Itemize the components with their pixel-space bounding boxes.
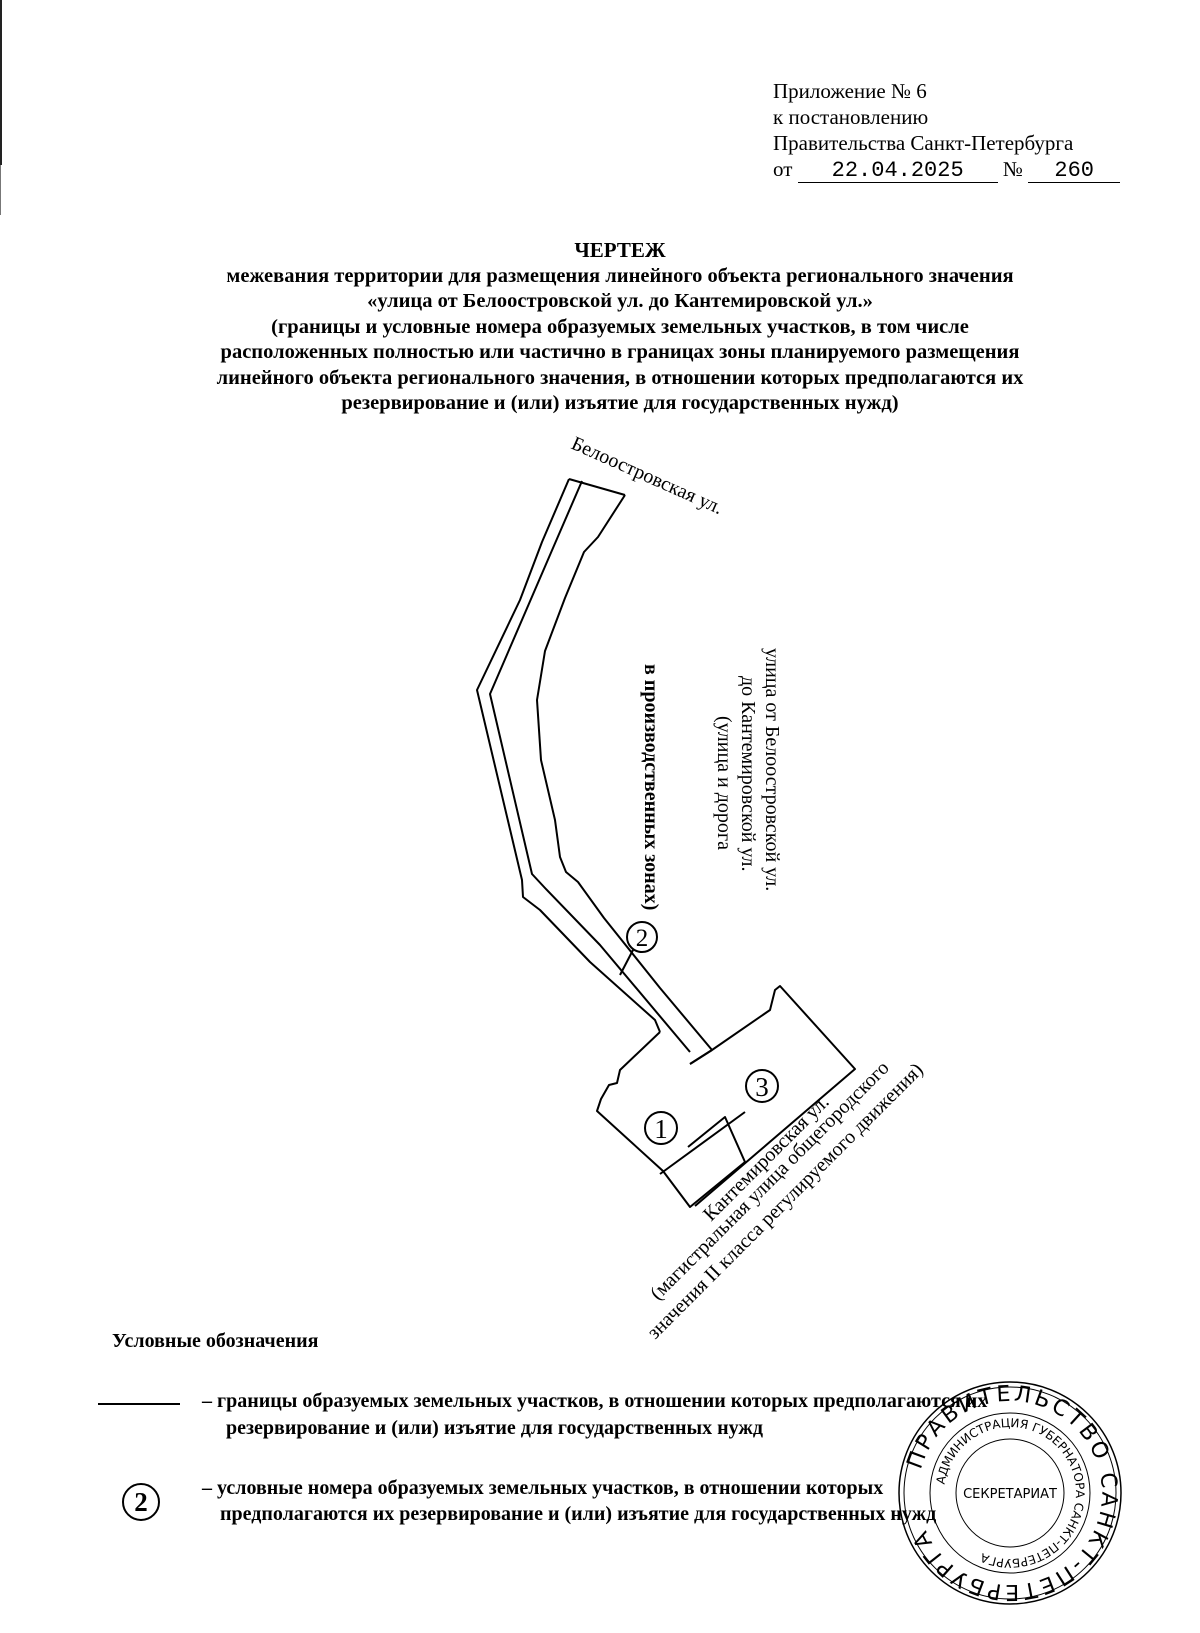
road-boundary-inner: [489, 480, 691, 1053]
parcel-1-boundary: [596, 1031, 746, 1208]
street-label-belоostrovskaya: Белоостровская ул.: [568, 432, 726, 519]
legend-item-1-line-2: резервирование и (или) изъятие для госуд…: [226, 1417, 764, 1439]
legend-boundary-line-symbol: [98, 1403, 180, 1405]
resolution-number: 260: [1028, 160, 1121, 183]
date-prefix: от: [773, 157, 793, 181]
road-label-line: в производственных зонах): [640, 664, 662, 910]
legend-item-1-line-1: – границы образуемых земельных участков,…: [202, 1390, 988, 1412]
road-label-line: до Кантемировской ул.: [737, 676, 759, 872]
title-line: межевания территории для размещения лине…: [226, 264, 1014, 287]
street-bottom-line: (магистральная улица общегородского: [646, 1057, 894, 1305]
parcel-1-divider: [659, 1111, 746, 1175]
legend-title: Условные обозначения: [112, 1330, 319, 1352]
page-edge-mark: [0, 0, 2, 165]
annex-line-3: Правительства Санкт-Петербурга: [773, 131, 1074, 155]
legend-item-2-line-1: – условные номера образуемых земельных у…: [202, 1477, 884, 1499]
title-line: (границы и условные номера образуемых зе…: [271, 315, 969, 338]
road-label-line: (улица и дорога: [713, 716, 735, 850]
legend-item-2-line-2: предполагаются их резервирование и (или)…: [220, 1503, 937, 1525]
parcel-2-circle: [626, 921, 658, 953]
road-label-line: улица от Белоостровской ул.: [761, 648, 783, 891]
annex-line-2: к постановлению: [773, 105, 929, 129]
annex-line-1: Приложение № 6: [773, 79, 927, 103]
parcel-2-leader: [619, 949, 634, 976]
road-label: улица от Белоостровской ул. до Кантемиро…: [640, 648, 783, 910]
annex-date-row: от 22.04.2025 № 260: [773, 156, 1121, 183]
title-line: расположенных полностью или частично в г…: [220, 341, 1020, 363]
number-prefix: №: [1002, 157, 1023, 181]
parcel-3-circle: [745, 1069, 779, 1103]
legend-parcel-number-symbol: 2: [122, 1483, 160, 1521]
document-title: ЧЕРТЕЖ межевания территории для размещен…: [140, 238, 1100, 417]
road-top-cap: [568, 478, 626, 496]
parcel-1-circle: [644, 1111, 678, 1145]
resolution-date: 22.04.2025: [797, 160, 998, 183]
parcel-2-number: 2: [636, 925, 649, 952]
stamp-center-text: СЕКРЕТАРИАТ: [963, 1487, 1057, 1502]
annex-header: Приложение № 6 к постановлению Правитель…: [773, 78, 1121, 183]
title-line: резервирование и (или) изъятие для госуд…: [341, 392, 899, 414]
title-heading: ЧЕРТЕЖ: [574, 238, 666, 262]
parcel-1-number: 1: [654, 1114, 668, 1144]
title-line: линейного объекта регионального значения…: [216, 366, 1024, 389]
parcel-3-divider: [689, 1049, 713, 1065]
official-seal-stamp: ПРАВИТЕЛЬСТВО САНКТ-ПЕТЕРБУРГА АДМИНИСТР…: [898, 1381, 1122, 1605]
road-boundary-right: [536, 494, 713, 1051]
title-line: «улица от Белоостровской ул. до Кантемир…: [367, 290, 873, 312]
road-boundary-outer: [476, 478, 661, 1033]
parcel-3-number: 3: [755, 1072, 769, 1102]
page-edge-mark: [0, 165, 1, 215]
